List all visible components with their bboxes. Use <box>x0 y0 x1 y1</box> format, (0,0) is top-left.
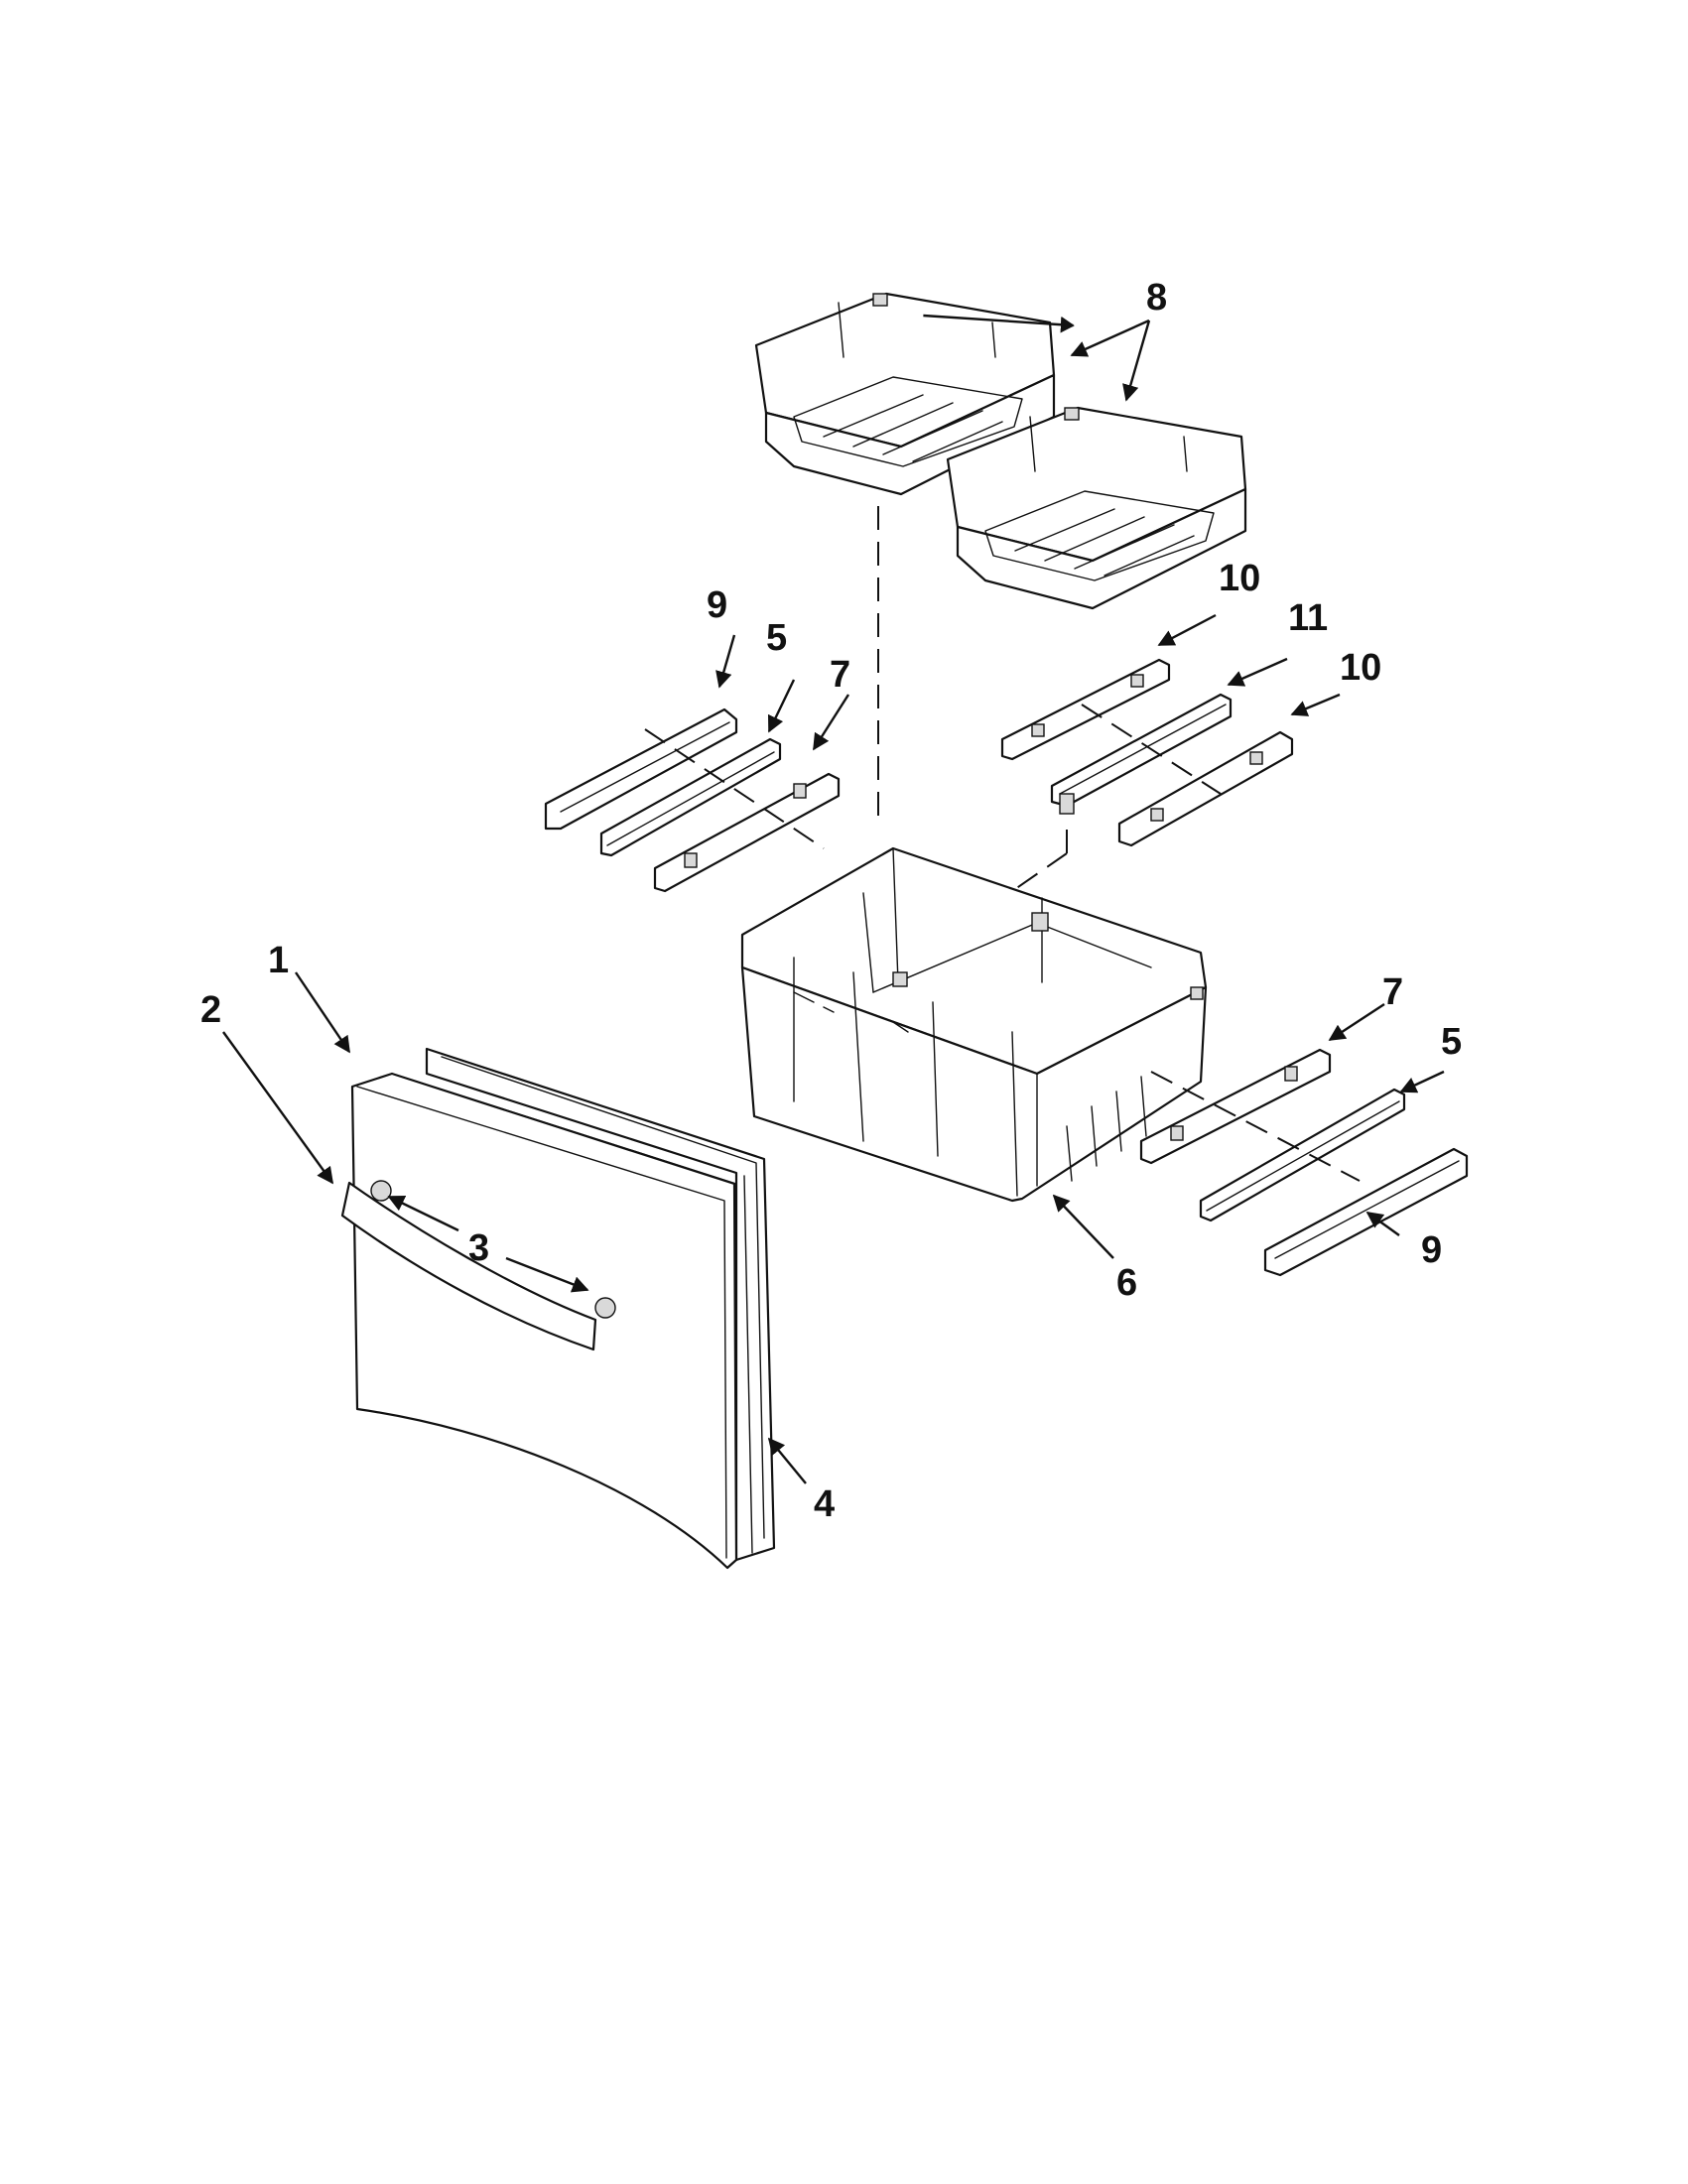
callout-3: 3 <box>468 1227 489 1269</box>
right-slide-rail-5 <box>1199 1088 1406 1222</box>
callout-2: 2 <box>200 989 221 1031</box>
callout-11: 11 <box>1288 597 1328 639</box>
callout-7-right: 7 <box>1382 971 1403 1013</box>
upper-basket-left <box>754 292 1056 496</box>
right-rail-support-7 <box>1139 1048 1332 1165</box>
upper-rail-10-a <box>1000 658 1171 761</box>
callout-9-left: 9 <box>707 584 727 626</box>
upper-rail-10-b <box>1117 730 1294 847</box>
right-rail-cover-9 <box>1263 1147 1469 1277</box>
callout-4: 4 <box>814 1483 835 1525</box>
callout-8: 8 <box>1146 277 1167 319</box>
callout-10-bottom: 10 <box>1340 647 1381 689</box>
main-freezer-basket-6 <box>740 846 1208 1203</box>
callout-5-right: 5 <box>1441 1021 1462 1063</box>
callout-6: 6 <box>1116 1262 1137 1304</box>
left-rail-support-7 <box>653 772 841 893</box>
callout-9-right: 9 <box>1421 1229 1442 1271</box>
callout-5-left: 5 <box>766 617 787 659</box>
upper-slide-rail-11 <box>1050 693 1233 815</box>
upper-basket-right <box>946 406 1247 610</box>
callout-10-top: 10 <box>1219 558 1260 599</box>
callout-1: 1 <box>268 940 289 981</box>
callout-7-left: 7 <box>830 654 850 696</box>
door-handle-2 <box>340 1180 616 1351</box>
left-slide-rail-5 <box>599 737 782 857</box>
left-rail-cover-9 <box>544 707 738 831</box>
